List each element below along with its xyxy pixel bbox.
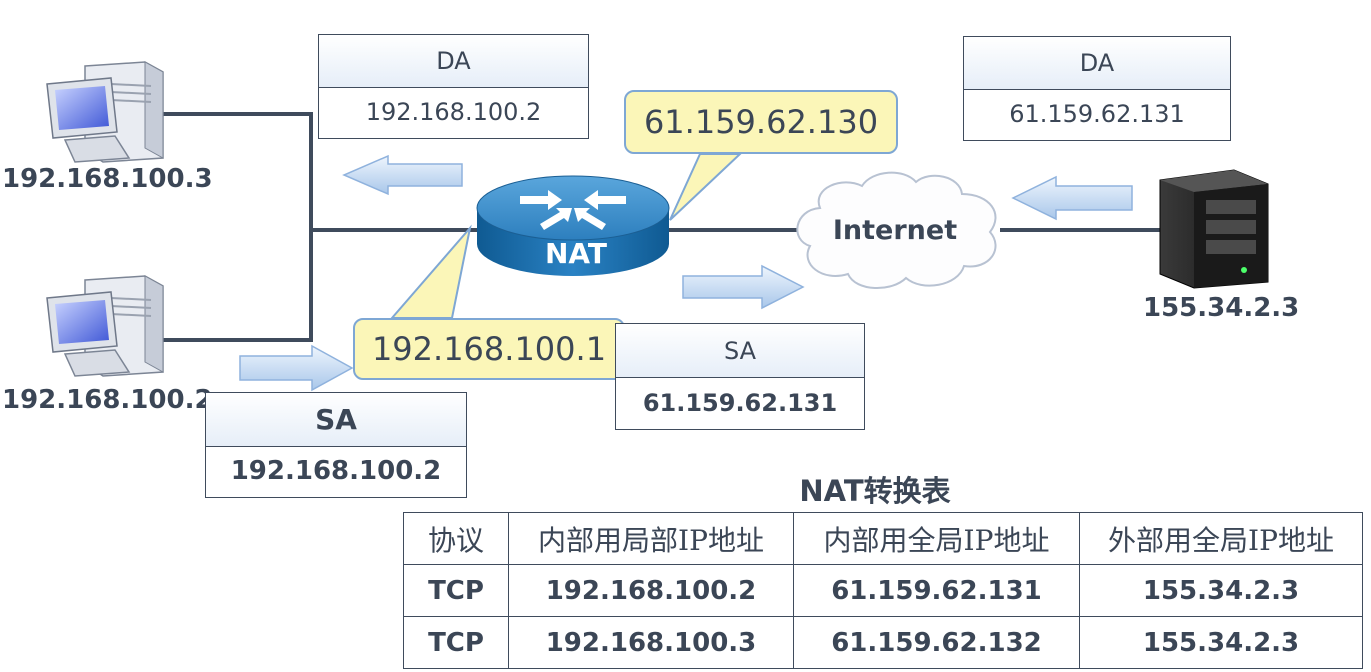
callout-inside-ip: 192.168.100.1 — [353, 318, 625, 380]
network-links — [160, 112, 1170, 342]
header-inside-global: 内部用全局IP地址 — [793, 512, 1080, 565]
callout-outside-ip: 61.159.62.130 — [624, 90, 898, 154]
table-row: TCP 192.168.100.2 61.159.62.131 155.34.2… — [403, 564, 1363, 617]
header-protocol: 协议 — [403, 512, 509, 565]
cell-inside-local: 192.168.100.3 — [508, 616, 794, 669]
arrow-left-lan — [342, 154, 463, 196]
cell-outside-global: 155.34.2.3 — [1079, 564, 1363, 617]
inside-da-header: DA — [319, 35, 588, 88]
cell-protocol: TCP — [403, 564, 509, 617]
arrow-right-wan — [682, 264, 805, 310]
server-icon — [1159, 169, 1269, 289]
nat-table-title: NAT转换表 — [799, 474, 951, 508]
inside-da-value: 192.168.100.2 — [365, 98, 542, 126]
cell-inside-local: 192.168.100.2 — [508, 564, 794, 617]
lan-link-vertical — [160, 112, 313, 342]
inside-sa-value: 192.168.100.2 — [230, 456, 442, 486]
outside-da-header: DA — [964, 37, 1230, 90]
pc-top-icon — [46, 61, 164, 163]
internet-label: Internet — [832, 215, 958, 246]
outside-da-value: 61.159.62.131 — [1009, 100, 1185, 128]
cell-inside-global: 61.159.62.131 — [793, 564, 1080, 617]
outside-da-box: DA 61.159.62.131 — [963, 36, 1231, 141]
inside-da-box: DA 192.168.100.2 — [318, 34, 589, 139]
callout-tail-outside — [669, 153, 743, 221]
outside-sa-box: SA 61.159.62.131 — [615, 323, 865, 430]
cell-outside-global: 155.34.2.3 — [1079, 616, 1363, 669]
host-label-pc-top: 192.168.100.3 — [2, 164, 213, 194]
host-label-server: 155.34.2.3 — [1143, 293, 1300, 323]
internet-cloud-icon — [796, 171, 997, 290]
arrow-left-wan — [1011, 175, 1133, 221]
callout-tail-inside — [389, 224, 472, 319]
pc-bottom-icon — [46, 275, 164, 377]
host-label-pc-bottom: 192.168.100.2 — [2, 385, 213, 415]
nat-table: 协议 内部用局部IP地址 内部用全局IP地址 外部用全局IP地址 TCP 192… — [403, 512, 1363, 669]
outside-sa-header: SA — [616, 324, 864, 378]
cell-protocol: TCP — [403, 616, 509, 669]
cell-inside-global: 61.159.62.132 — [793, 616, 1080, 669]
arrow-right-lan — [239, 344, 354, 392]
table-row: TCP 192.168.100.3 61.159.62.132 155.34.2… — [403, 616, 1363, 669]
inside-sa-box: SA 192.168.100.2 — [205, 392, 467, 498]
inside-sa-header: SA — [206, 393, 466, 447]
header-inside-local: 内部用局部IP地址 — [508, 512, 794, 565]
nat-table-header-row: 协议 内部用局部IP地址 内部用全局IP地址 外部用全局IP地址 — [403, 512, 1363, 565]
router-icon — [476, 175, 670, 276]
header-outside-global: 外部用全局IP地址 — [1079, 512, 1363, 565]
router-label: NAT — [544, 237, 608, 270]
outside-sa-value: 61.159.62.131 — [642, 389, 838, 417]
